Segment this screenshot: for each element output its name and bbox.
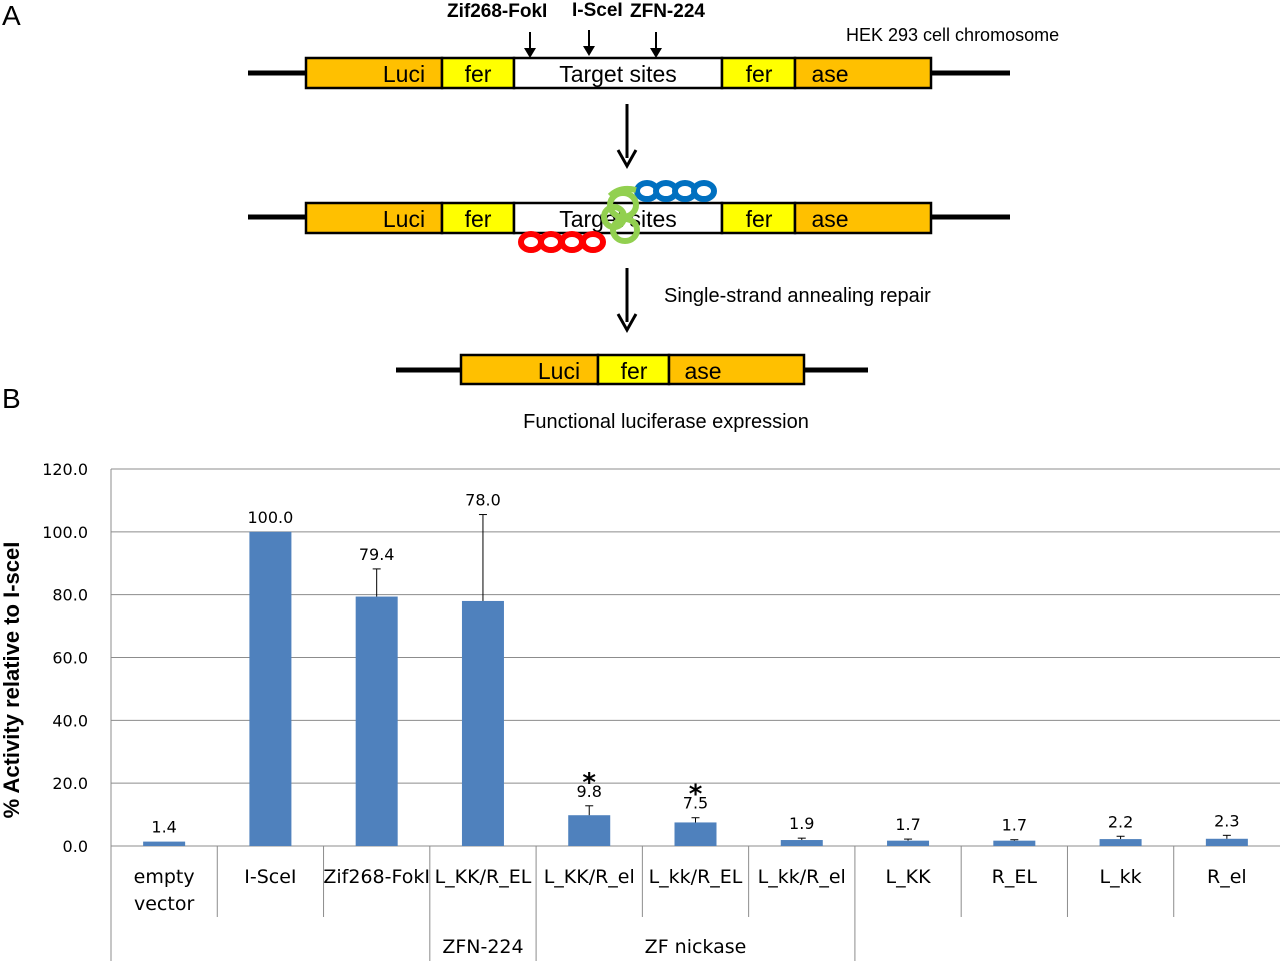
segment-luci: [304, 56, 444, 90]
zinc-finger-blue: [634, 180, 717, 202]
label-luci-2: Luci: [383, 206, 425, 232]
category-label: empty: [134, 866, 195, 888]
data-label: 2.2: [1108, 812, 1133, 831]
panel-b-letter: B: [2, 383, 21, 414]
bar: [1099, 839, 1142, 846]
data-label: 78.0: [465, 491, 501, 510]
data-label: 2.3: [1214, 811, 1239, 830]
y-tick-label: 40.0: [52, 711, 88, 730]
category-label: vector: [134, 893, 194, 915]
data-label: 1.7: [895, 815, 920, 834]
category-label: R_el: [1207, 866, 1247, 888]
category-label: R_EL: [992, 866, 1038, 888]
category-label: I-SceI: [244, 866, 296, 888]
reporter-construct-final: Luci fer ase: [396, 353, 868, 386]
y-tick-label: 60.0: [52, 649, 88, 668]
y-tick-label: 80.0: [52, 586, 88, 605]
site-label-i-scei: I-SceI: [572, 0, 623, 21]
bar: [887, 840, 930, 846]
site-arrows: [524, 30, 662, 58]
category-label: L_KK/R_el: [544, 866, 635, 888]
label-fer: fer: [465, 61, 492, 87]
data-label: 79.4: [359, 545, 395, 564]
y-tick-label: 20.0: [52, 774, 88, 793]
bar: [674, 822, 717, 846]
bar: [780, 840, 823, 846]
activity-bar-chart: 0.0 20.0 40.0 60.0 80.0 100.0 120.0 % Activity …: [0, 460, 1280, 961]
label-ase-2: ase: [811, 206, 848, 232]
label-final-luci: Luci: [538, 358, 580, 384]
group-label: ZFN-224: [442, 936, 523, 958]
label-final-ase: ase: [684, 358, 721, 384]
category-label: L_kk/R_EL: [649, 866, 743, 888]
group-label: ZF nickase: [645, 936, 747, 958]
data-label: 1.7: [1002, 816, 1027, 835]
data-label: 1.9: [789, 814, 814, 833]
site-label-zfn224: ZFN-224: [630, 1, 705, 22]
label-final-fer: fer: [621, 358, 648, 384]
data-label: 7.5: [683, 794, 708, 813]
y-tick-label: 0.0: [63, 837, 88, 856]
data-label: 100.0: [248, 508, 294, 527]
cell-chromosome-label: HEK 293 cell chromosome: [846, 25, 1059, 45]
foki-domain-green: [601, 185, 640, 244]
bar: [993, 840, 1036, 846]
category-label: L_KK/R_EL: [435, 866, 532, 888]
y-tick-label: 100.0: [42, 523, 88, 542]
arrow-down-1: [616, 104, 638, 170]
category-label: L_KK: [886, 866, 932, 888]
label-fer-3: fer: [465, 206, 492, 232]
label-target-sites: Target sites: [559, 61, 677, 87]
expression-label: Functional luciferase expression: [523, 411, 809, 433]
category-label: Zif268-FokI: [323, 866, 430, 888]
segment-fer: [440, 56, 516, 90]
bar: [355, 596, 398, 846]
reporter-construct-1: Luci fer Target sites fer ase: [248, 56, 1010, 90]
data-label: 9.8: [577, 782, 602, 801]
panel-a-letter: A: [2, 0, 21, 31]
bar: [461, 600, 504, 846]
y-axis-label: % Activity relative to I-sceI: [0, 542, 24, 819]
bar: [568, 815, 611, 846]
repair-label: Single-strand annealing repair: [664, 285, 931, 307]
arrow-down-2: [616, 268, 638, 334]
category-label: L_kk/R_el: [758, 866, 846, 888]
bar: [249, 531, 292, 846]
segment-fer-2: [720, 56, 797, 90]
category-label: L_kk: [1100, 866, 1142, 888]
data-label: 1.4: [151, 818, 176, 837]
significance-marker: *: [582, 768, 596, 798]
segment-ase: [793, 56, 933, 90]
bar: [1205, 838, 1248, 846]
label-luci: Luci: [383, 61, 425, 87]
bar: [143, 841, 186, 846]
zinc-finger-red: [518, 231, 606, 253]
label-fer-4: fer: [746, 206, 773, 232]
segment-target-sites: [512, 56, 724, 90]
label-fer-2: fer: [746, 61, 773, 87]
y-tick-label: 120.0: [42, 460, 88, 479]
label-ase: ase: [811, 61, 848, 87]
site-label-zif268: Zif268-FokI: [447, 1, 547, 22]
significance-marker: *: [689, 780, 703, 810]
